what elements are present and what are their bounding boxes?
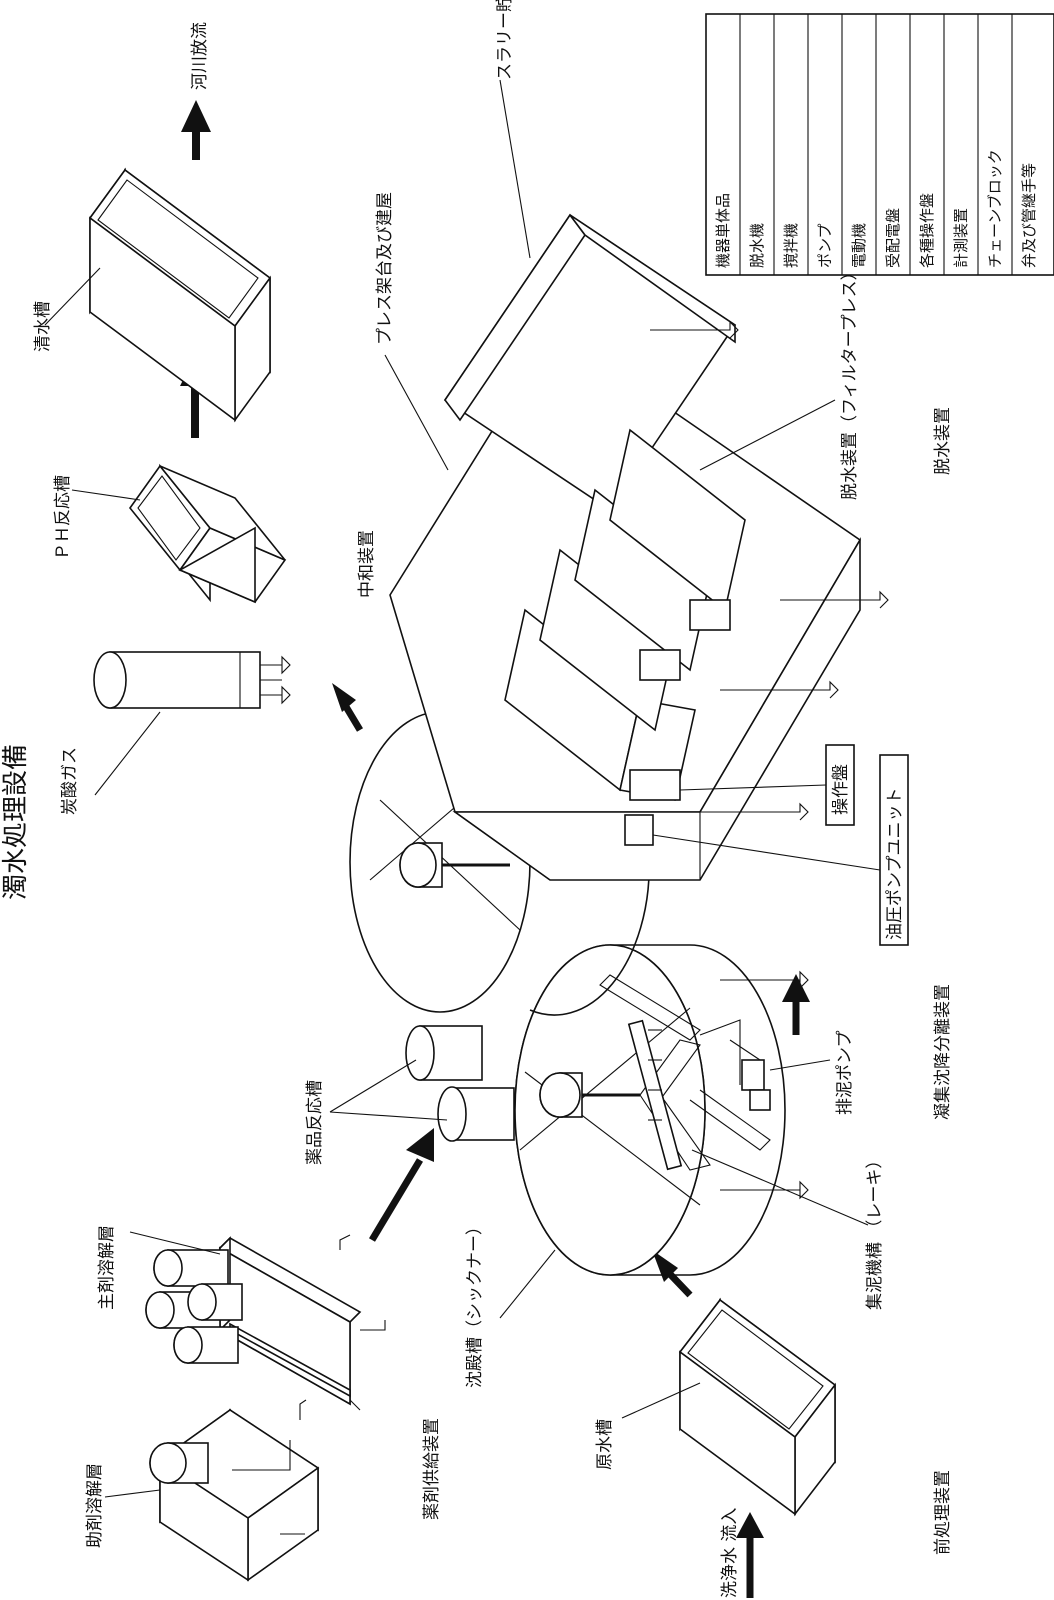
clear-water-tank [88, 167, 272, 423]
press-building-label: プレス架台及び建屋 [375, 192, 395, 345]
section-label-chemical-supply: 薬剤供給装置 [422, 1418, 442, 1520]
aux-dissolve-tank [149, 1399, 320, 1582]
section-label-neutralization: 中和装置 [357, 530, 377, 598]
flow-arrow [782, 974, 810, 1035]
filter-press-label: 脱水装置（フィルタープレス） [840, 263, 860, 500]
equipment-list-table: 機器単体品 脱水機 撹拌機 ポンプ 電動機 受配電盤 各種操作盤 計測装置 チェ… [705, 13, 1054, 276]
slurry-tank-label: スラリー貯槽 [495, 0, 515, 80]
main-dissolve-tank [145, 1234, 386, 1411]
chemical-reaction-tank [405, 1025, 515, 1142]
section-label-coagulation: 凝集沈降分離装置 [933, 984, 953, 1120]
settling-tank-label: 沈殿槽（シックナー） [465, 1218, 485, 1388]
raw-water-tank [678, 1297, 837, 1517]
section-label-dewatering: 脱水装置 [933, 407, 953, 475]
flow-arrow [368, 1128, 434, 1242]
equipment-item: 各種操作盤 [918, 193, 936, 268]
co2-gas-cylinder [93, 651, 291, 709]
sludge-pump-label: 排泥ポンプ [835, 1031, 855, 1116]
river-discharge-label: 河川放流 [190, 22, 210, 90]
slurry-storage-tank [443, 213, 737, 512]
flow-arrow [332, 683, 364, 732]
section-label-pretreatment: 前処理装置 [933, 1470, 953, 1555]
control-panel [629, 744, 855, 826]
sludge-collector-rake [627, 1019, 683, 1171]
equipment-item: 弁及び管継手等 [1020, 163, 1038, 268]
aux-dissolve-tank-label: 助剤溶解層 [85, 1463, 105, 1548]
ph-reaction-tank [128, 463, 287, 604]
equipment-item: チェーンブロック [986, 149, 1004, 268]
co2-gas-label: 炭酸ガス [60, 747, 80, 815]
control-panel-label: 操作盤 [831, 764, 851, 815]
hydraulic-unit-label: 油圧ポンプユニット [885, 788, 905, 941]
equipment-item: 撹拌機 [782, 223, 800, 268]
sludge-pump [729, 1039, 771, 1111]
inflow-label: 洗浄水 流入 [720, 1508, 740, 1598]
equipment-item: 機器単体品 [714, 193, 732, 268]
clear-water-tank-label: 清水槽 [33, 301, 53, 352]
main-dissolve-tank-label: 主剤溶解層 [97, 1225, 117, 1310]
equipment-item: 受配電盤 [884, 208, 902, 268]
inflow-arrow [736, 1512, 764, 1598]
raw-water-tank-label: 原水槽 [595, 1419, 615, 1470]
ph-reaction-tank-label: ＰＨ反応槽 [53, 475, 73, 560]
sludge-collector-label: 集泥機構 （レーキ） [865, 1152, 885, 1310]
flow-arrow [652, 1250, 693, 1298]
equipment-item: 電動機 [850, 223, 868, 268]
equipment-item: ポンプ [816, 223, 834, 268]
settling-tank [514, 944, 809, 1276]
chemical-reaction-tank-label: 薬品反応槽 [305, 1080, 325, 1165]
diagram-title: 濁水処理設備 [1, 744, 31, 900]
flow-arrow [181, 100, 211, 160]
filter-press [504, 428, 746, 801]
equipment-item: 計測装置 [952, 208, 970, 268]
equipment-item: 脱水機 [748, 223, 766, 268]
hydraulic-pump-unit [624, 754, 909, 946]
